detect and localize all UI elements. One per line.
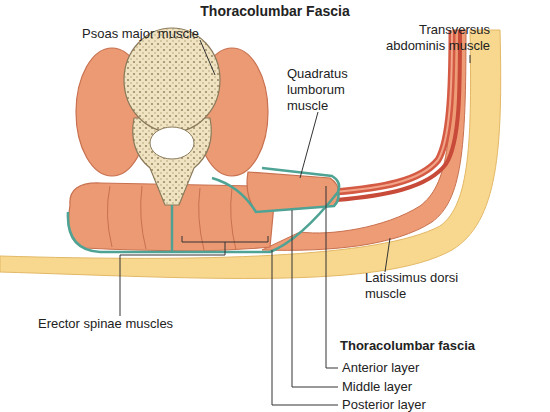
muscle-label: Latissimus dorsi muscle (365, 270, 475, 302)
muscle-label: Quadratus lumborum muscle (287, 66, 367, 114)
layer-label: Anterior layer (342, 360, 492, 376)
fascia-heading: Thoracolumbar fascia (340, 338, 500, 354)
muscle-label: Psoas major muscle (82, 26, 222, 42)
transversus-abdominis-edge (335, 30, 452, 192)
fascia-anterior-layer (262, 168, 339, 192)
vertebral-body (124, 28, 220, 132)
diagram-title: Thoracolumbar Fascia (175, 3, 375, 20)
muscle-label: Erector spinae muscles (38, 316, 218, 332)
bracket (182, 236, 268, 255)
muscle-label: Transversus abdominis muscle (380, 22, 490, 54)
spinal-canal (150, 127, 194, 159)
fascia-posterior-layer (68, 192, 338, 252)
leader-line (292, 210, 338, 387)
vertebral-arch (133, 118, 212, 205)
subcutaneous-layer (0, 30, 501, 278)
abdominal-wall-strip (336, 30, 460, 200)
leader-line (200, 40, 215, 75)
latissimus-dorsi (262, 30, 466, 250)
layer-label: Middle layer (342, 379, 492, 395)
leader-line (300, 112, 318, 178)
leader-line (470, 55, 471, 63)
layer-label: Posterior layer (342, 397, 492, 412)
transversus-abdominis (335, 30, 452, 192)
leader-line (272, 250, 338, 405)
leader-line (326, 186, 338, 368)
leader-line (120, 255, 225, 316)
leader-line (385, 238, 390, 272)
fascia-middle-layer (212, 178, 339, 212)
